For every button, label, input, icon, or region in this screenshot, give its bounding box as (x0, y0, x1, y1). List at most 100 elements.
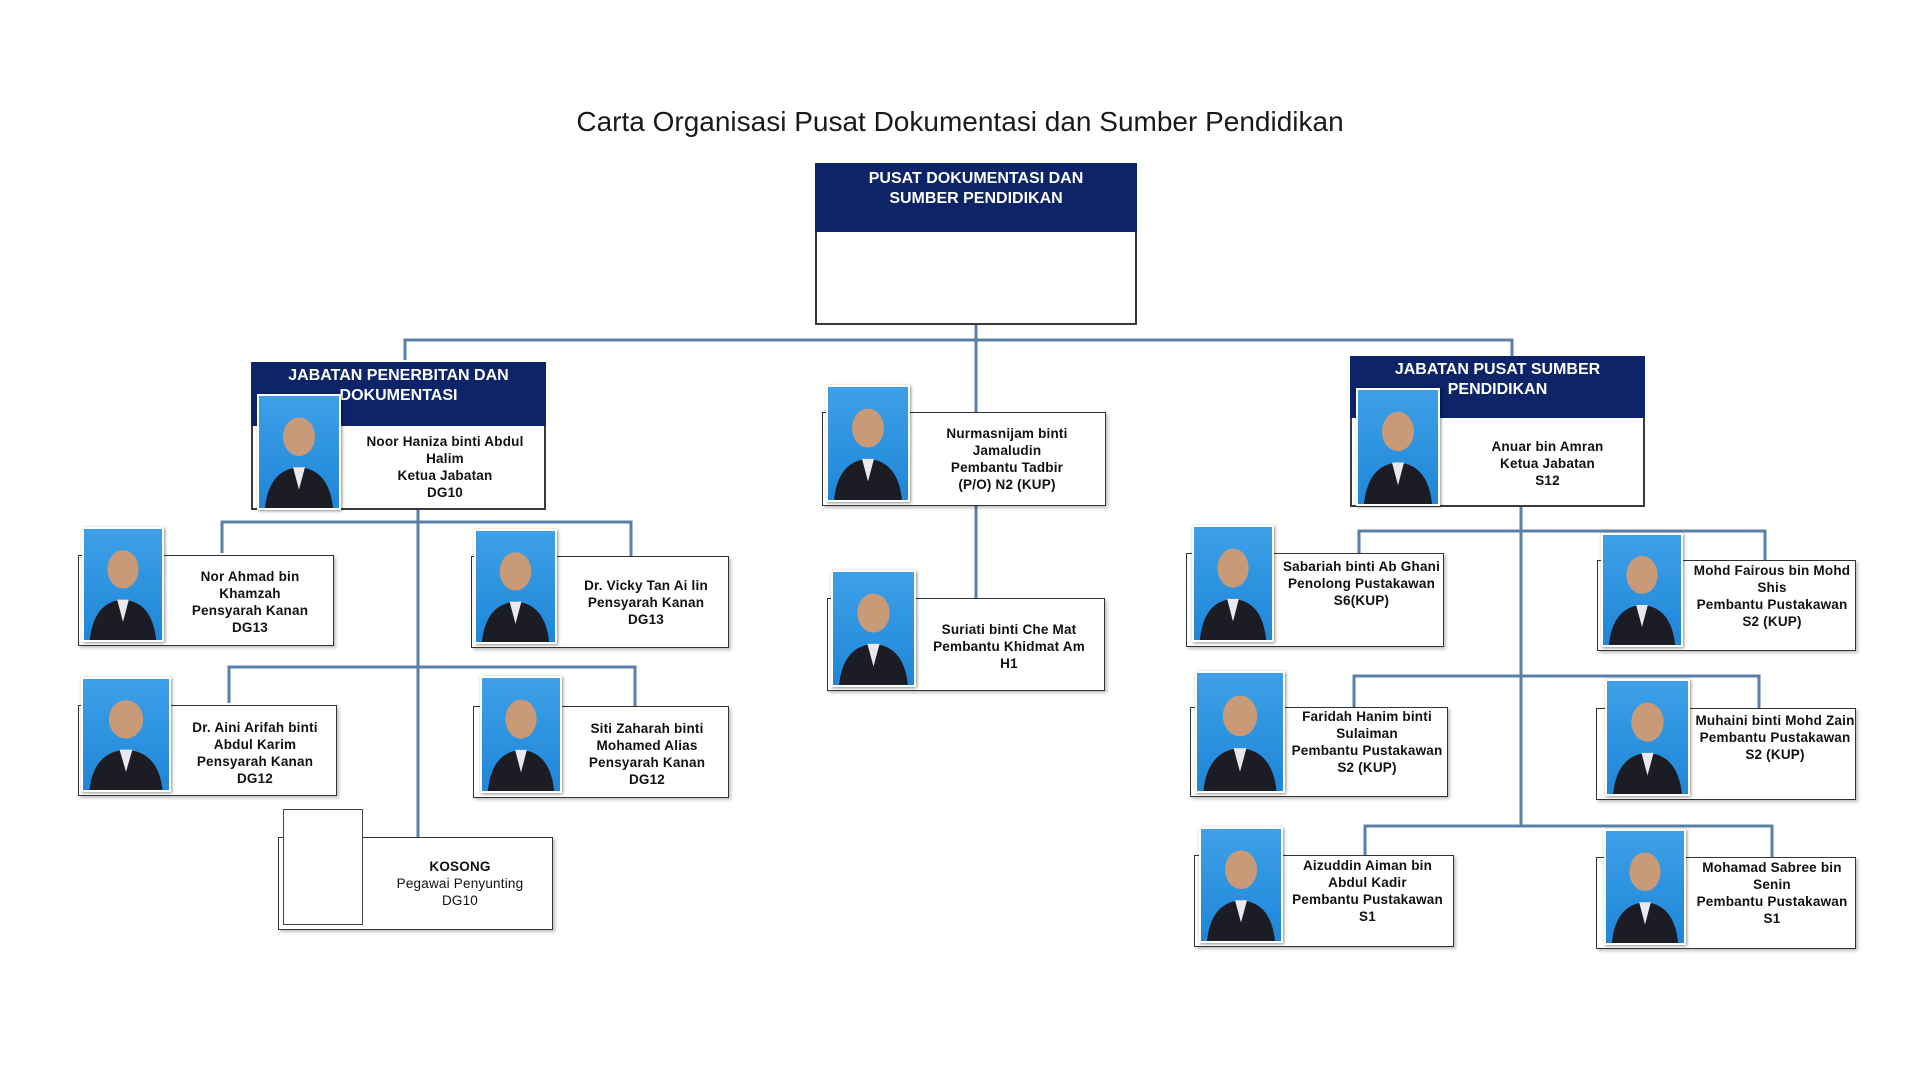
person-role: Pembantu Pustakawan (1292, 892, 1443, 907)
person-name: Mohd Fairous bin Mohd Shis (1693, 563, 1851, 595)
person-grade: DG10 (426, 485, 464, 500)
person-name: Faridah Hanim binti Sulaiman (1302, 709, 1432, 741)
person-role: Penolong Pustakawan (1287, 576, 1436, 591)
person-role: Pensyarah Kanan (196, 754, 314, 769)
person-grade: (P/O) N2 (KUP) (958, 477, 1056, 492)
staff-photo (831, 570, 916, 687)
person-role: Pembantu Pustakawan (1696, 597, 1848, 612)
portrait-silhouette-icon (1207, 850, 1275, 941)
person-name: Suriati binti Che Mat (941, 622, 1077, 637)
person-role: Pembantu Pustakawan (1291, 743, 1443, 758)
staff-text: Mohd Fairous bin Mohd Shis Pembantu Pust… (1692, 562, 1852, 630)
staff-photo (480, 676, 562, 793)
person-role: Pembantu Khidmat Am (933, 639, 1085, 654)
staff-text: Aizuddin Aiman bin Abdul Kadir Pembantu … (1285, 857, 1450, 925)
portrait-silhouette-icon (481, 552, 550, 642)
staff-photo (82, 527, 164, 642)
right-dept-head-text: Anuar bin Amran Ketua Jabatan S12 (1460, 438, 1635, 489)
right-dept-head-photo (1356, 388, 1440, 506)
connector-right-row1 (1357, 529, 1767, 560)
portrait-silhouette-icon (1199, 548, 1267, 640)
staff-photo (1195, 671, 1285, 793)
portrait-silhouette-icon (89, 700, 163, 790)
staff-text: Nurmasnijam binti Jamaludin Pembantu Tad… (918, 425, 1096, 493)
staff-text: KOSONG Pegawai Penyunting DG10 (375, 858, 545, 909)
person-grade: H1 (1000, 656, 1018, 671)
person-grade: S2 (KUP) (1742, 614, 1802, 629)
staff-text: Muhaini binti Mohd Zain Pembantu Pustaka… (1695, 712, 1855, 763)
staff-photo (1199, 827, 1283, 943)
top-unit-header: PUSAT DOKUMENTASI DAN SUMBER PENDIDIKAN (815, 163, 1137, 232)
person-name: KOSONG (429, 859, 491, 874)
portrait-silhouette-icon (1364, 411, 1432, 504)
person-name: Nor Ahmad bin Khamzah (200, 569, 300, 601)
person-name: Noor Haniza binti Abdul Halim (366, 434, 524, 466)
staff-text: Nor Ahmad bin Khamzah Pensyarah Kanan DG… (170, 568, 330, 636)
portrait-silhouette-icon (1608, 556, 1676, 645)
person-grade: DG12 (628, 772, 666, 787)
connector-right-row3 (1363, 824, 1774, 858)
person-name: Anuar bin Amran (1491, 439, 1604, 454)
portrait-silhouette-icon (89, 550, 157, 640)
left-dept-label: JABATAN PENERBITAN DAN DOKUMENTASI (288, 367, 509, 404)
person-role: Pembantu Pustakawan (1699, 730, 1851, 745)
staff-text: Faridah Hanim binti Sulaiman Pembantu Pu… (1287, 708, 1447, 776)
person-grade: DG12 (236, 771, 274, 786)
person-grade: DG10 (441, 893, 479, 908)
vacant-photo-placeholder (283, 809, 363, 925)
staff-photo (81, 677, 171, 792)
person-grade: S2 (KUP) (1745, 747, 1805, 762)
person-grade: S2 (KUP) (1337, 760, 1397, 775)
staff-photo (1605, 679, 1690, 796)
portrait-silhouette-icon (487, 699, 555, 791)
person-grade: S1 (1359, 909, 1376, 924)
portrait-silhouette-icon (1611, 852, 1679, 943)
person-role: Pensyarah Kanan (191, 603, 309, 618)
staff-text: Siti Zaharah binti Mohamed Alias Pensyar… (567, 720, 727, 788)
person-name: Dr. Vicky Tan Ai lin (584, 578, 708, 593)
staff-text: Dr. Aini Arifah binti Abdul Karim Pensya… (175, 719, 335, 787)
page-title: Carta Organisasi Pusat Dokumentasi dan S… (576, 106, 1344, 137)
person-name: Sabariah binti Ab Ghani (1282, 559, 1441, 574)
staff-text: Suriati binti Che Mat Pembantu Khidmat A… (920, 621, 1098, 672)
left-dept-head-photo (257, 394, 341, 510)
staff-photo (1601, 533, 1683, 647)
staff-photo (1604, 829, 1686, 945)
staff-photo (826, 385, 910, 502)
person-name: Dr. Aini Arifah binti Abdul Karim (192, 720, 318, 752)
staff-text: Dr. Vicky Tan Ai lin Pensyarah Kanan DG1… (566, 577, 726, 628)
left-dept-header: JABATAN PENERBITAN DAN DOKUMENTASI (251, 362, 546, 426)
person-name: Muhaini binti Mohd Zain (1695, 713, 1855, 728)
person-role: Pegawai Penyunting (396, 876, 524, 891)
staff-photo (1192, 525, 1274, 642)
right-dept-label: JABATAN PUSAT SUMBER PENDIDIKAN (1394, 361, 1601, 398)
left-dept-head-text: Noor Haniza binti Abdul Halim Ketua Jaba… (360, 433, 530, 501)
connector-top-bus (403, 338, 1514, 360)
person-role: Pensyarah Kanan (588, 755, 706, 770)
person-name: Siti Zaharah binti Mohamed Alias (590, 721, 704, 753)
person-grade: DG13 (627, 612, 665, 627)
person-role: Pensyarah Kanan (587, 595, 705, 610)
person-role: Pembantu Tadbir (950, 460, 1064, 475)
person-name: Aizuddin Aiman bin Abdul Kadir (1302, 858, 1433, 890)
person-role: Pembantu Pustakawan (1696, 894, 1848, 909)
staff-text: Sabariah binti Ab Ghani Penolong Pustaka… (1279, 558, 1444, 609)
person-role: Ketua Jabatan (397, 468, 493, 483)
portrait-silhouette-icon (265, 417, 333, 508)
person-name: Nurmasnijam binti Jamaludin (946, 426, 1068, 458)
connector-left-row2 (227, 665, 637, 706)
top-unit-label: PUSAT DOKUMENTASI DAN SUMBER PENDIDIKAN (868, 170, 1084, 207)
person-role: Ketua Jabatan (1500, 456, 1595, 471)
portrait-silhouette-icon (1203, 695, 1277, 791)
connector-left-row1 (220, 520, 633, 556)
staff-photo (474, 529, 557, 644)
person-grade: DG13 (231, 620, 269, 635)
person-grade: S12 (1535, 473, 1560, 488)
portrait-silhouette-icon (834, 408, 902, 500)
staff-text: Mohamad Sabree bin Senin Pembantu Pustak… (1692, 859, 1852, 927)
person-name: Mohamad Sabree bin Senin (1702, 860, 1842, 892)
connector-right-row2 (1352, 674, 1761, 709)
portrait-silhouette-icon (1613, 702, 1682, 794)
person-grade: S6(KUP) (1333, 593, 1390, 608)
person-grade: S1 (1763, 911, 1781, 926)
